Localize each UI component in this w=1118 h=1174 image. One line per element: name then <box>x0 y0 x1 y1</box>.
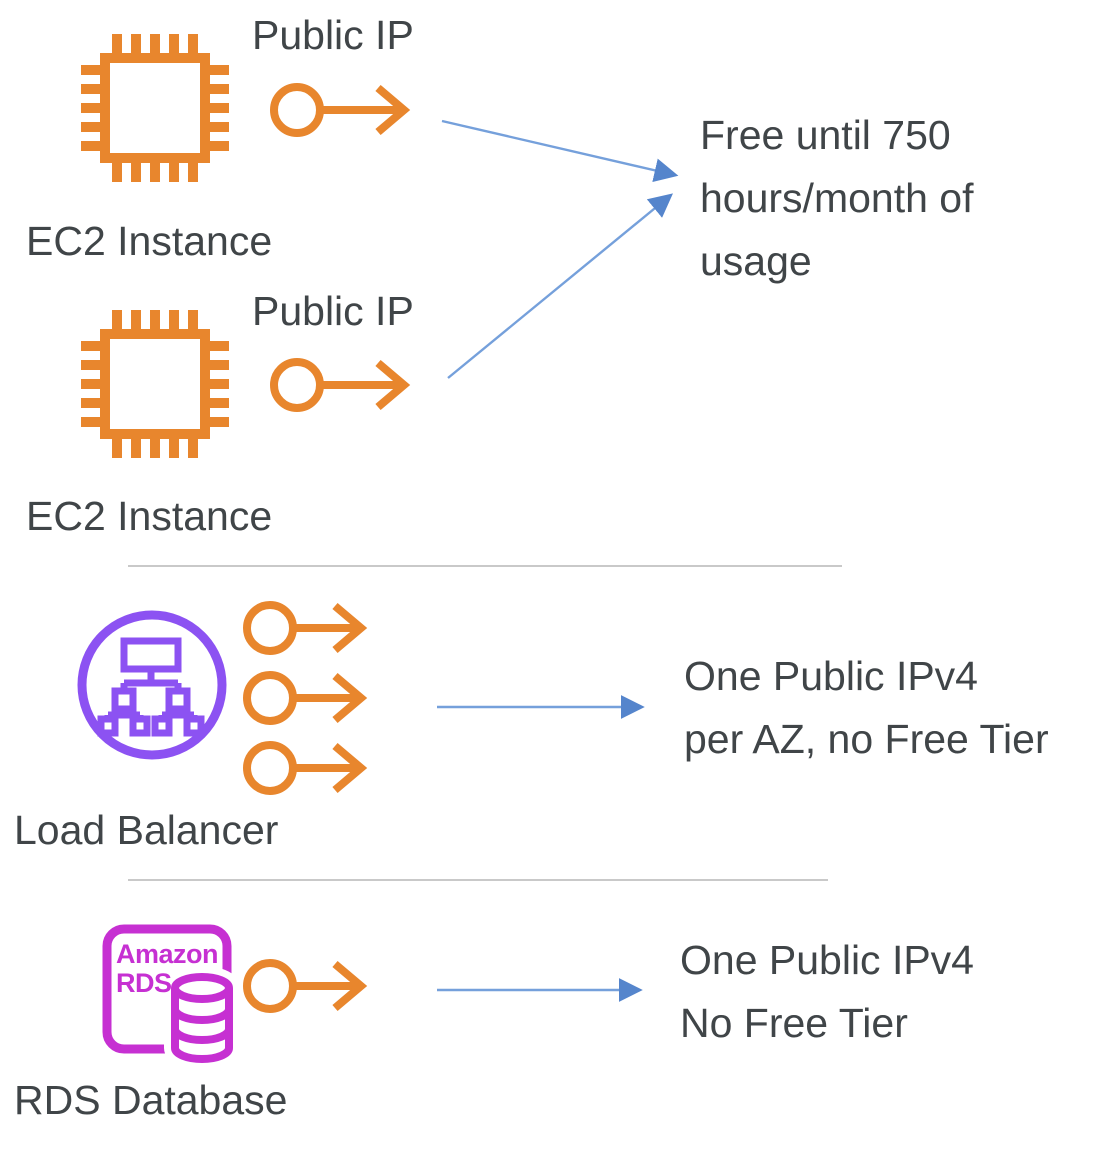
section-divider-1 <box>128 565 842 567</box>
load-balancer-icon <box>77 610 227 760</box>
load-balancer-label: Load Balancer <box>14 807 279 853</box>
arrow-ec2-2-to-free-note <box>447 193 673 379</box>
free-tier-note-line-1: Free until 750 <box>700 112 951 158</box>
rds-public-ip-icon <box>243 959 368 1013</box>
ec2-instance-label-2: EC2 Instance <box>26 493 273 539</box>
free-tier-note-line-3: usage <box>700 238 812 284</box>
rds-badge-amazon: Amazon <box>116 939 219 969</box>
rds-icon: Amazon RDS <box>102 924 238 1066</box>
lb-note-line-2: per AZ, no Free Tier <box>684 716 1049 762</box>
free-tier-note-line-2: hours/month of <box>700 175 974 221</box>
database-cylinder-icon <box>171 973 233 1063</box>
public-ip-label-2: Public IP <box>252 288 414 334</box>
ec2-chip-icon <box>81 310 229 458</box>
public-ip-icon-2 <box>270 358 411 412</box>
public-ip-icon-1 <box>270 83 411 137</box>
public-ip-label-1: Public IP <box>252 12 414 58</box>
ec2-instance-group-2 <box>75 304 235 464</box>
rds-note-line-2: No Free Tier <box>680 1000 908 1046</box>
ec2-instance-group-1 <box>75 28 235 188</box>
section-divider-2 <box>128 879 828 881</box>
ec2-instance-label-1: EC2 Instance <box>26 218 273 264</box>
load-balancer-note: One Public IPv4 per AZ, no Free Tier <box>684 645 1049 771</box>
ec2-chip-icon <box>81 34 229 182</box>
arrow-ec2-1-to-free-note <box>441 119 679 183</box>
free-tier-note: Free until 750 hours/month of usage <box>700 104 974 293</box>
rds-shape <box>102 924 238 1066</box>
lb-note-line-1: One Public IPv4 <box>684 653 978 699</box>
lb-public-ip-icon-2 <box>243 671 368 725</box>
rds-badge-rds: RDS <box>116 968 172 998</box>
rds-note: One Public IPv4 No Free Tier <box>680 929 974 1055</box>
rds-database-label: RDS Database <box>14 1077 288 1123</box>
rds-note-line-1: One Public IPv4 <box>680 937 974 983</box>
lb-public-ip-icon-1 <box>243 601 368 655</box>
lb-public-ip-icon-3 <box>243 741 368 795</box>
